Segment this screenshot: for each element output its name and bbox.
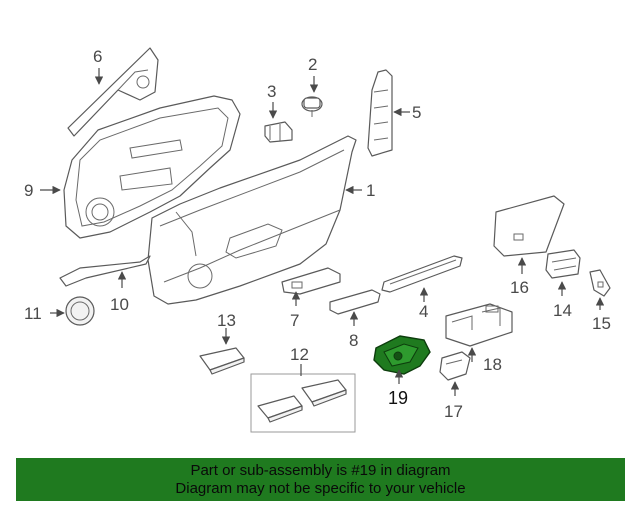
- callout-9: 9: [24, 181, 33, 200]
- callout-3: 3: [267, 82, 276, 101]
- callout-8: 8: [349, 331, 358, 350]
- callout-13: 13: [217, 311, 236, 330]
- part-14-switch[interactable]: [545, 249, 581, 279]
- callout-14: 14: [553, 301, 572, 320]
- callout-11: 11: [24, 304, 42, 323]
- callout-1: 1: [366, 181, 375, 200]
- callout-7: 7: [290, 311, 299, 330]
- part-10-lower-strip[interactable]: [59, 255, 151, 287]
- part-9-door-inner-panel[interactable]: [63, 95, 241, 239]
- part-1-door-trim-panel[interactable]: [147, 135, 357, 305]
- part-16-pad[interactable]: [493, 195, 565, 257]
- banner-line-2: Diagram may not be specific to your vehi…: [175, 480, 466, 497]
- part-17-bracket[interactable]: [439, 351, 471, 381]
- callout-18: 18: [483, 355, 502, 374]
- callout-4: 4: [419, 302, 428, 321]
- part-19-inside-handle[interactable]: [373, 335, 431, 375]
- part-15-small-switch[interactable]: [589, 269, 611, 297]
- callout-15: 15: [592, 314, 611, 333]
- callout-19: 19: [388, 388, 408, 408]
- callout-5: 5: [412, 103, 421, 122]
- callout-17: 17: [444, 402, 463, 421]
- part-8-armrest-pad[interactable]: [329, 289, 381, 315]
- part-6-mirror-cover[interactable]: [67, 47, 159, 137]
- part-5-trim-strip[interactable]: [367, 69, 393, 157]
- part-2-clip[interactable]: [301, 96, 323, 117]
- part-3-retainer[interactable]: [264, 121, 293, 143]
- callout-6: 6: [93, 47, 102, 66]
- part-18-handle-bracket[interactable]: [445, 303, 513, 347]
- part-7-switch-bezel[interactable]: [281, 267, 341, 295]
- callout-2: 2: [308, 55, 317, 74]
- info-banner: Part or sub-assembly is #19 in diagram D…: [16, 458, 625, 501]
- callout-16: 16: [510, 278, 529, 297]
- part-4-handle-trim[interactable]: [381, 255, 463, 293]
- callout-10: 10: [110, 295, 129, 314]
- part-11-speaker-grille[interactable]: [65, 296, 95, 326]
- callout-12: 12: [290, 345, 309, 364]
- banner-line-1: Part or sub-assembly is #19 in diagram: [190, 462, 451, 479]
- part-12-pad-set[interactable]: [250, 373, 356, 433]
- part-13-pad[interactable]: [199, 347, 245, 375]
